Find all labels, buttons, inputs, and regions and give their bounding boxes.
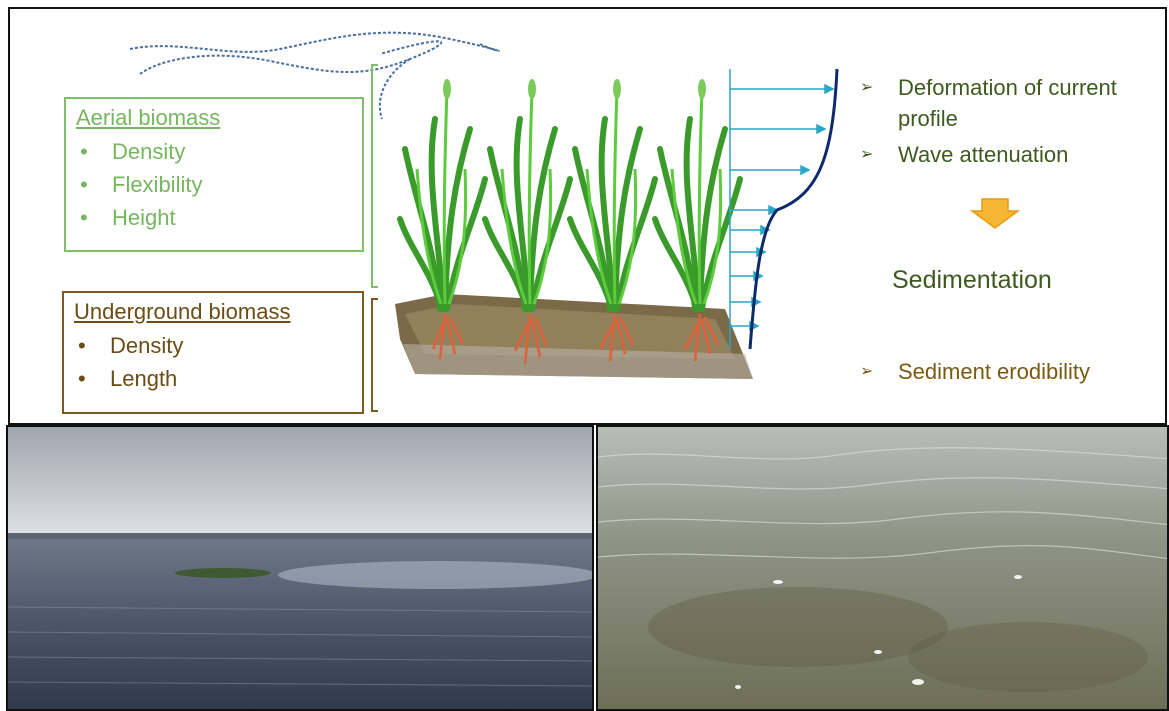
aerial-item-height: Height: [76, 201, 352, 234]
arrowhead-icon: ➢: [860, 79, 874, 96]
aerial-biomass-list: Density Flexibility Height: [76, 135, 352, 234]
underground-bracket: [371, 298, 378, 412]
arrowhead-icon: ➢: [860, 146, 874, 163]
underground-biomass-title: Underground biomass: [74, 299, 291, 324]
underground-biomass-box: Underground biomass Density Length: [62, 291, 364, 414]
underground-biomass-list: Density Length: [74, 329, 352, 395]
underground-item-density: Density: [74, 329, 352, 362]
arrowhead-icon: ➢: [860, 363, 874, 380]
aerial-biomass-box: Aerial biomass Density Flexibility Heigh…: [64, 97, 364, 252]
sedimentation-label: Sedimentation: [892, 266, 1052, 294]
effect-wave-attenuation: ➢ Wave attenuation: [860, 139, 1160, 170]
aerial-item-density: Density: [76, 135, 352, 168]
down-arrow-icon: [969, 198, 1021, 229]
aerial-bracket: [371, 64, 378, 288]
water-surface-lines: [129, 31, 500, 120]
lagoon-photo: [6, 425, 594, 711]
aerial-biomass-title: Aerial biomass: [76, 105, 221, 130]
diagram-panel: Aerial biomass Density Flexibility Heigh…: [8, 7, 1167, 425]
underground-item-length: Length: [74, 362, 352, 395]
shallow-water-photo: [596, 425, 1169, 711]
current-profile: [729, 68, 839, 350]
effect-deformation: ➢ Deformation of current profile: [860, 72, 1120, 134]
aerial-item-flexibility: Flexibility: [76, 168, 352, 201]
seagrass-plants-illustration: [395, 69, 753, 379]
effect-sediment-erodibility: ➢ Sediment erodibility: [860, 356, 1160, 387]
